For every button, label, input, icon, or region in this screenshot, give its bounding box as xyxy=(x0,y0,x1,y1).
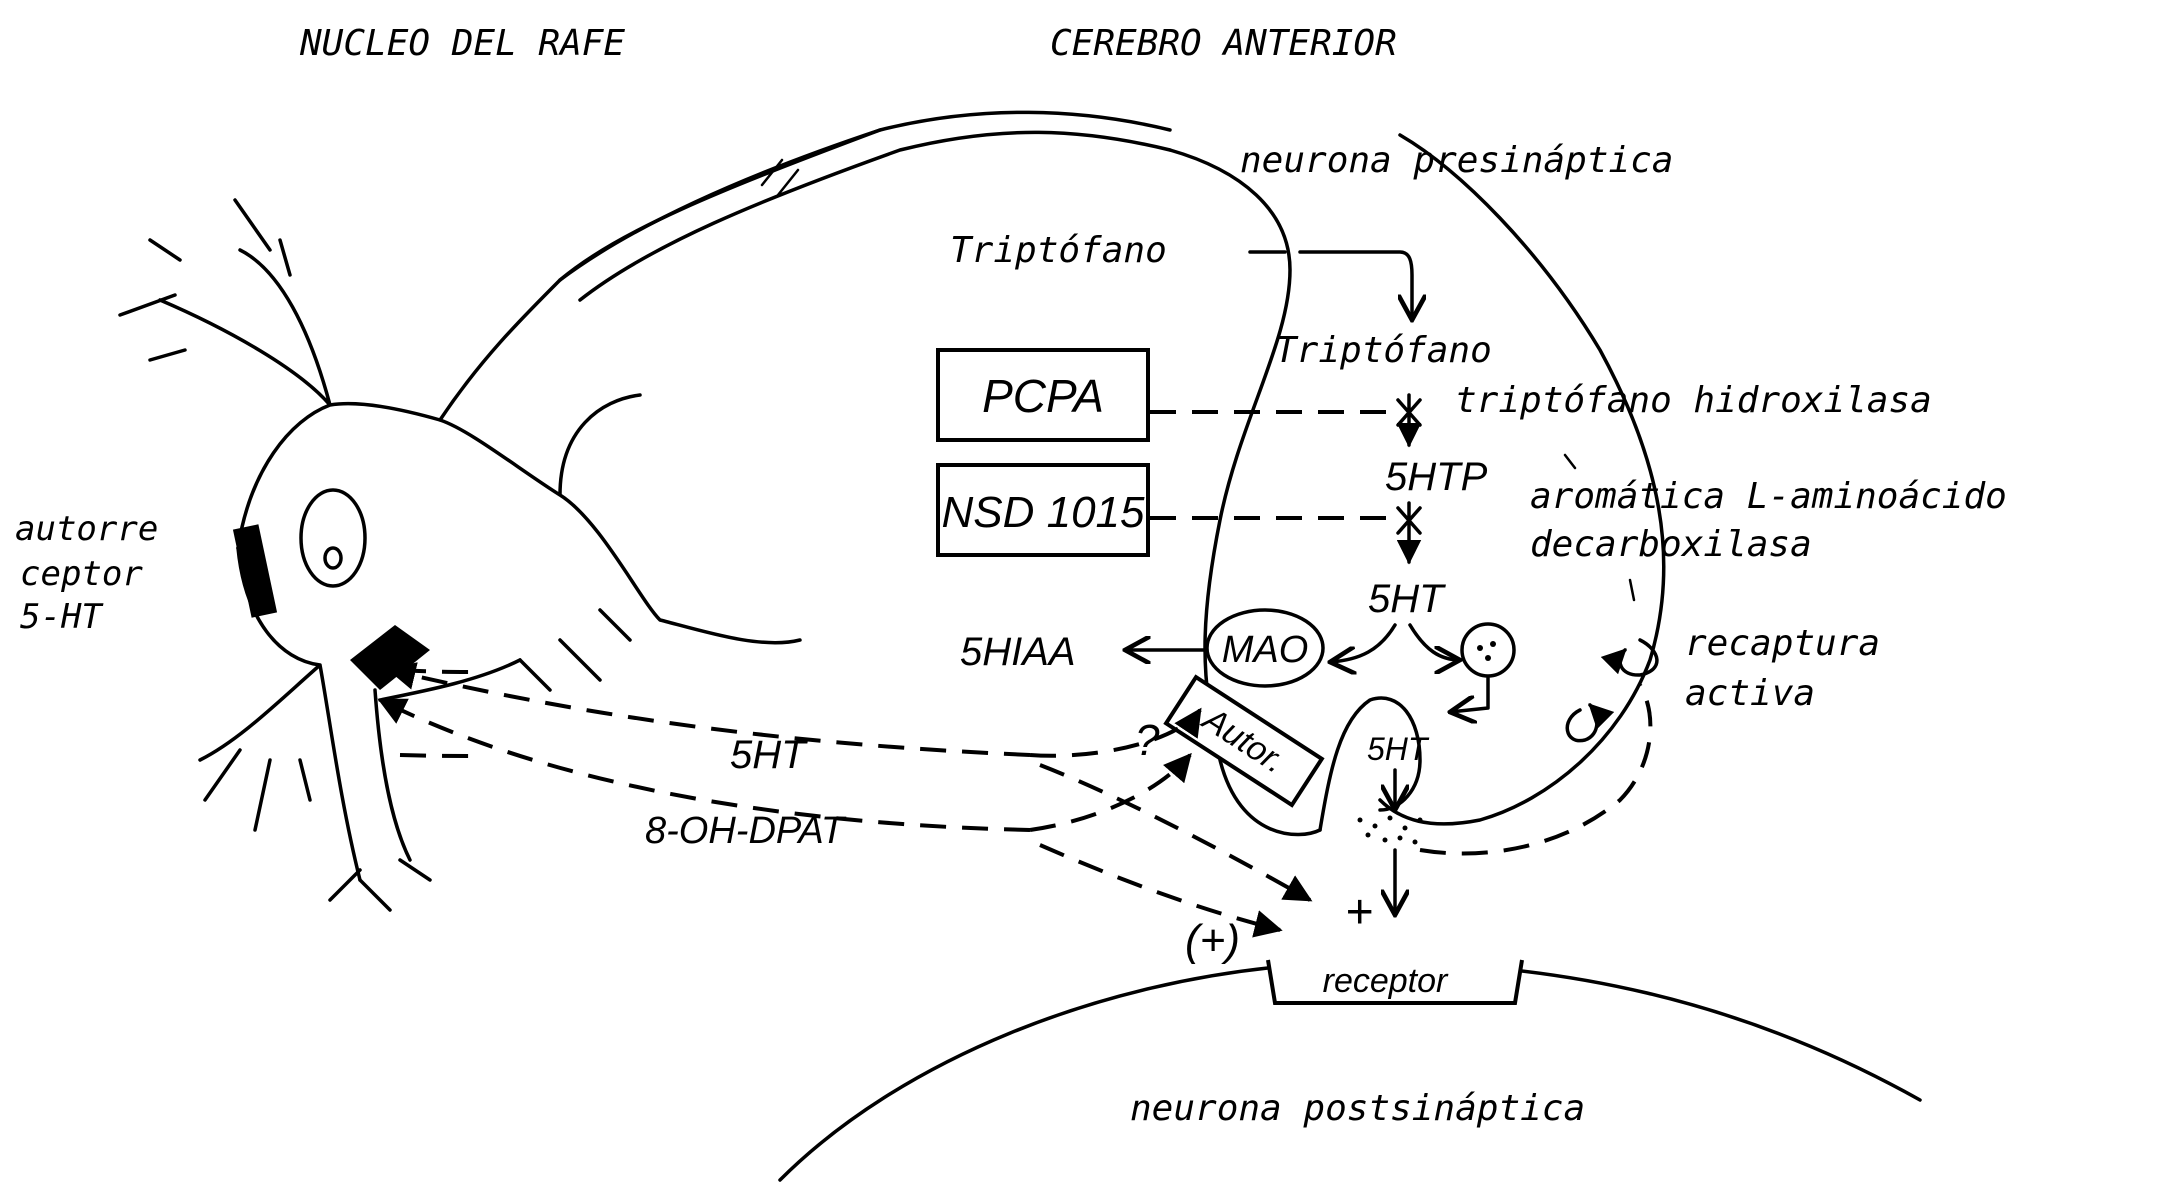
reuptake-label-2: activa xyxy=(1685,673,1815,714)
reuptake-label-1: recaptura xyxy=(1685,623,1880,664)
soma-receptor-block xyxy=(350,625,430,690)
hydroxylase-label: triptófano hidroxilasa xyxy=(1455,380,1932,421)
dpat-signal-label: 8-OH-DPAT xyxy=(645,810,847,852)
postsynaptic-receptor: receptor xyxy=(1268,960,1522,1003)
left-title: NUCLEO DEL RAFE xyxy=(299,23,625,64)
right-title: CEREBRO ANTERIOR xyxy=(1050,23,1397,64)
nsd-box: NSD 1015 xyxy=(938,465,1148,555)
autoreceptor-label-3: 5-HT xyxy=(20,597,104,637)
nucleus xyxy=(301,490,365,586)
vesicle-ht-label: 5HT xyxy=(1367,731,1430,767)
tryptophan-outside: Triptófano xyxy=(950,230,1167,271)
ht-signal-label: 5HT xyxy=(730,733,808,777)
autoreceptor-block xyxy=(233,524,277,617)
pcpa-label: PCPA xyxy=(982,370,1104,422)
htp-label: 5HTP xyxy=(1385,455,1488,499)
ht-label: 5HT xyxy=(1368,577,1446,621)
tryptophan-entry-arrow xyxy=(1250,252,1412,320)
decarboxylase-block-mark xyxy=(1398,503,1420,562)
presynaptic-label: neurona presináptica xyxy=(1240,140,1673,181)
decarboxylase-label-2: decarboxilasa xyxy=(1530,524,1812,565)
tryptophan-inside: Triptófano xyxy=(1275,330,1492,371)
terminal-autoreceptor: Autor. xyxy=(1166,677,1322,805)
plus-paren-sign: (+) xyxy=(1185,916,1240,965)
nsd-label: NSD 1015 xyxy=(941,488,1145,537)
decarboxylase-label-1: aromática L-aminoácido xyxy=(1530,476,2007,517)
hydroxylase-block-mark xyxy=(1398,395,1420,445)
mao-label: MAO xyxy=(1222,629,1309,671)
pcpa-box: PCPA xyxy=(938,350,1148,440)
ht-feedback-line xyxy=(390,670,1030,755)
autoreceptor-label-1: autorre xyxy=(15,509,158,549)
hiaa-label: 5HIAA xyxy=(960,630,1076,674)
autoreceptor-label-2: ceptor xyxy=(20,554,143,594)
receptor-label: receptor xyxy=(1323,962,1449,1000)
plus-sign: + xyxy=(1345,886,1373,939)
vesicle xyxy=(1462,624,1514,676)
postsynaptic-label: neurona postsináptica xyxy=(1130,1088,1585,1129)
